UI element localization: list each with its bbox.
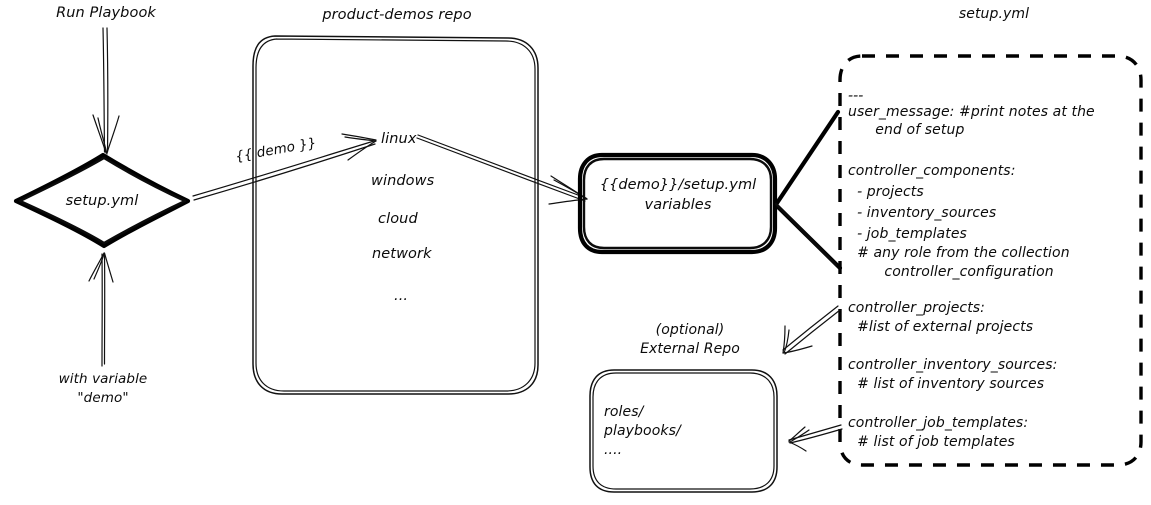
external-repo-caption-line1: (optional)	[655, 322, 725, 338]
yaml-block-inventory-line-1: # list of inventory sources	[848, 376, 1045, 392]
repo-item-linux[interactable]: linux	[381, 131, 417, 147]
connector-variables-to-setupyml-file	[774, 109, 843, 271]
yaml-block-inventory-line-0: controller_inventory_sources:	[848, 357, 1058, 373]
yaml-block-components-line-1: - projects	[848, 184, 924, 200]
external-repo-item-playbooks[interactable]: playbooks/	[604, 423, 681, 439]
arrow-job-templates-to-external-repo	[788, 424, 843, 452]
yaml-block-jobtemplates-line-1: # list of job templates	[848, 434, 1015, 450]
repo-item-network[interactable]: network	[372, 246, 432, 262]
edge-label-demo-variable: {{ demo }}	[234, 134, 318, 166]
with-variable-label-line1: with variable	[58, 371, 148, 387]
arrow-linux-to-variables	[416, 134, 588, 205]
external-repo-item-ellipsis: ....	[604, 442, 623, 458]
arrow-run-playbook	[92, 27, 120, 155]
yaml-block-jobtemplates-line-0: controller_job_templates:	[848, 415, 1029, 431]
product-demos-repo-caption: product-demos repo	[322, 7, 472, 23]
yaml-block-components-line-3: - job_templates	[848, 226, 967, 242]
repo-item-ellipsis: ...	[394, 288, 409, 304]
setup-yml-file-caption: setup.yml	[958, 6, 1030, 22]
setup-yml-node-label: setup.yml	[65, 193, 139, 209]
yaml-block-components-line-2: - inventory_sources	[848, 205, 997, 221]
repo-item-windows[interactable]: windows	[371, 173, 435, 189]
arrow-projects-to-external-repo	[782, 305, 841, 355]
yaml-block-projects-line-0: controller_projects:	[848, 300, 986, 316]
run-playbook-label: Run Playbook	[56, 5, 156, 21]
external-repo-item-roles[interactable]: roles/	[604, 404, 644, 420]
yaml-block-components-line-0: controller_components:	[848, 163, 1016, 179]
yaml-block-header-line-1: user_message: #print notes at the	[848, 104, 1095, 120]
variables-node-line2: variables	[644, 197, 712, 213]
variables-node-line1: {{demo}}/setup.yml	[599, 177, 757, 193]
with-variable-label-line2: "demo"	[77, 390, 129, 406]
yaml-block-components-line-5: controller_configuration	[848, 264, 1054, 280]
arrow-with-variable	[88, 252, 114, 367]
repo-item-cloud[interactable]: cloud	[378, 211, 418, 227]
yaml-block-components-line-4: # any role from the collection	[848, 245, 1070, 261]
yaml-block-header-line-2: end of setup	[848, 122, 965, 138]
external-repo-caption-line2: External Repo	[640, 341, 740, 357]
yaml-block-projects-line-1: #list of external projects	[848, 319, 1034, 335]
yaml-block-header-line-0: ---	[848, 88, 864, 104]
